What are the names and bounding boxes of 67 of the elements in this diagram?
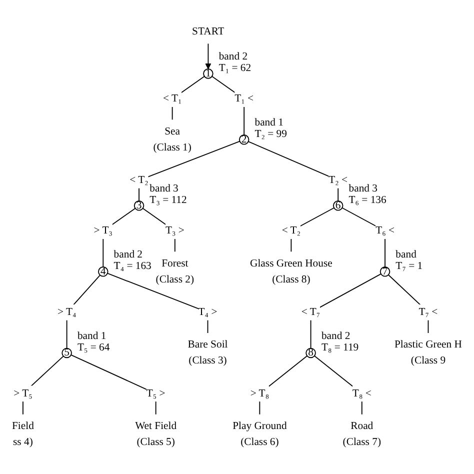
connector: [107, 272, 208, 334]
node-circle: 7: [380, 266, 390, 277]
connector: [142, 208, 176, 252]
edge-label: T₂ <: [328, 174, 348, 186]
annotation-text: band 2: [218, 52, 248, 63]
node-text: START: [192, 26, 224, 38]
connector: [259, 355, 308, 415]
node-text: Road (Class 7): [342, 420, 381, 448]
annotation-text: band 2: [321, 331, 350, 342]
edge-label: T₈ <: [352, 388, 372, 399]
annotation-text: band 3: [150, 184, 178, 195]
annotation-text: T₂ = 99: [254, 129, 287, 140]
edge-label: T₆ <: [376, 225, 394, 236]
connector: [172, 76, 205, 120]
edge-label: T₃ >: [165, 225, 184, 236]
edge-label: > T₃: [94, 225, 113, 236]
node-circle: 6: [332, 200, 344, 211]
connector: [70, 354, 156, 415]
annotation-text: T₄ = 163: [114, 261, 152, 272]
node-circle: 2: [238, 134, 250, 145]
annotation-text: band 1: [254, 118, 284, 129]
connector: [388, 274, 429, 334]
annotation-text: T₃ = 112: [150, 195, 187, 206]
edge-label: > T₅: [14, 388, 32, 399]
node-text: Field ss 4): [12, 420, 34, 448]
connector: [342, 207, 386, 268]
node-text: Glass Green House (Class 8): [250, 258, 332, 285]
connector: [248, 141, 339, 202]
annotation-text: band 2: [114, 250, 143, 261]
annotation-text: band 1: [77, 331, 106, 342]
edge-label: > T₄: [57, 306, 76, 318]
edge-label: > T₈: [250, 388, 270, 399]
node-circle: 4: [98, 266, 108, 277]
connector: [66, 274, 100, 349]
annotation-text: T₅ = 64: [77, 342, 110, 354]
connector: [290, 207, 334, 252]
connector: [310, 273, 382, 349]
arrow: [205, 43, 212, 70]
connector: [102, 208, 136, 268]
edge-label: T₄ >: [198, 306, 218, 318]
node-text: Plastic Green H (Class 9: [394, 338, 462, 366]
connector: [22, 356, 64, 415]
node-circle: 5: [62, 348, 72, 358]
edge-label: T₁ <: [234, 93, 254, 104]
connector: [138, 140, 240, 202]
edge-label: < T₂: [130, 174, 148, 186]
annotation-text: T₈ = 119: [321, 342, 359, 354]
connector: [212, 76, 245, 136]
node-text: Wet Field (Class 5): [135, 420, 177, 448]
edge-label: T₇ <: [418, 306, 438, 318]
node-text: Forest (Class 2): [156, 258, 194, 285]
node-text: Sea (Class 1): [153, 126, 192, 154]
edge-label: < T₁: [162, 93, 182, 104]
annotation-text: T₇ = 1: [396, 261, 423, 272]
node-circle: 3: [134, 200, 144, 211]
edge-label: < T₂: [282, 225, 301, 236]
node-text: Bare Soil (Class 3): [188, 338, 228, 366]
edge-label: T₅ >: [146, 388, 166, 399]
edge-label: < T₇: [301, 306, 320, 318]
annotation-text: T₁ = 62: [218, 63, 252, 74]
annotation-text: band: [396, 250, 416, 261]
node-circle: 1: [203, 68, 214, 79]
annotation-text: band 3: [348, 184, 378, 195]
annotation-text: T₆ = 136: [348, 195, 386, 206]
node-text: Play Ground (Class 6): [232, 420, 287, 448]
connector: [314, 355, 362, 415]
node-circle: 8: [306, 348, 316, 358]
